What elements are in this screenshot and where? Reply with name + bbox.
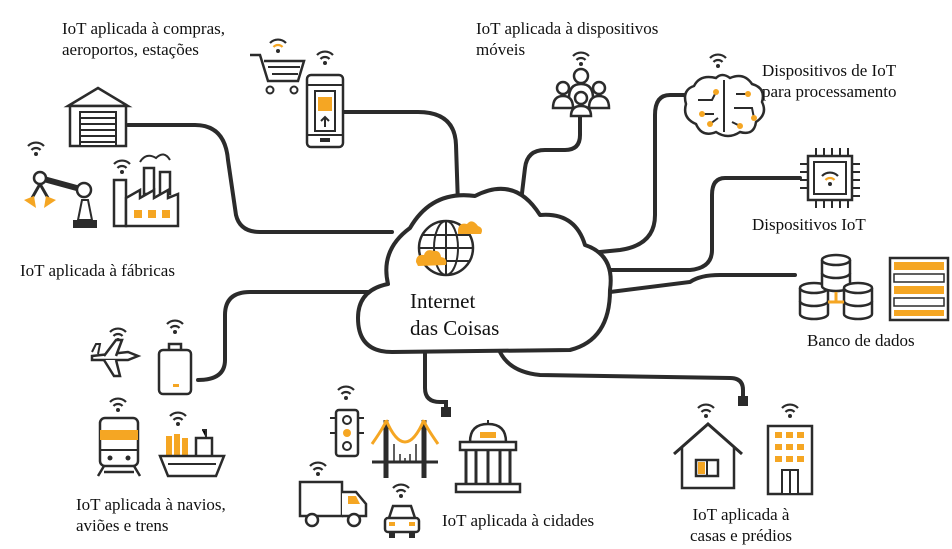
label-casas-line1: IoT aplicada à (692, 505, 790, 524)
label-moveis-line2: móveis (476, 40, 526, 59)
label-casas-line2: casas e prédios (690, 526, 792, 545)
label-fabricas: IoT aplicada à fábricas (20, 261, 175, 280)
server-rack-icon (888, 256, 950, 322)
globe-icon (416, 219, 482, 277)
truck-icon (298, 461, 368, 528)
label-moveis-line1: IoT aplicada à dispositivos (476, 19, 659, 38)
bridge-icon (370, 419, 440, 478)
connector-lines (126, 93, 802, 412)
smartphone-icon (305, 50, 345, 149)
warehouse-icon (63, 86, 133, 148)
office-building-icon (766, 403, 814, 496)
center-title-line2: das Coisas (410, 316, 500, 340)
center-title: Internet das Coisas (410, 288, 499, 342)
label-navios-line1: IoT aplicada à navios, (76, 495, 226, 514)
airplane-icon (90, 327, 142, 378)
label-cidades: IoT aplicada à cidades (442, 511, 595, 530)
label-compras-line1: IoT aplicada à compras, (62, 19, 226, 38)
label-casas: IoT aplicada à casas e prédios (690, 504, 792, 546)
luggage-icon (157, 319, 193, 396)
database-icon (798, 253, 874, 321)
label-compras-line2: aeroportos, estações (62, 40, 199, 59)
label-processamento-line1: Dispositivos de IoT (762, 61, 897, 80)
label-processamento: Dispositivos de IoT para processamento (762, 60, 897, 102)
center-title-line1: Internet (410, 289, 476, 313)
train-icon (96, 397, 142, 477)
government-building-icon (454, 420, 522, 494)
label-navios-line2: aviões e trens (76, 516, 169, 535)
chip-icon (800, 148, 860, 208)
people-group-icon (551, 51, 611, 118)
traffic-light-icon (330, 385, 364, 458)
ship-icon (158, 411, 226, 478)
factory-icon (112, 153, 180, 228)
label-processamento-line2: para processamento (762, 82, 897, 101)
robot-arm-icon (24, 141, 97, 228)
brain-icon (683, 53, 766, 138)
house-icon (673, 403, 743, 490)
label-moveis: IoT aplicada à dispositivos móveis (476, 18, 658, 60)
cloud-shape (356, 186, 613, 354)
label-banco-de-dados: Banco de dados (807, 331, 915, 350)
label-dispositivos-iot: Dispositivos IoT (752, 215, 866, 234)
label-navios: IoT aplicada à navios, aviões e trens (76, 494, 226, 536)
shopping-cart-icon (250, 38, 306, 95)
label-compras: IoT aplicada à compras, aeroportos, esta… (62, 18, 225, 60)
car-icon (383, 483, 421, 538)
